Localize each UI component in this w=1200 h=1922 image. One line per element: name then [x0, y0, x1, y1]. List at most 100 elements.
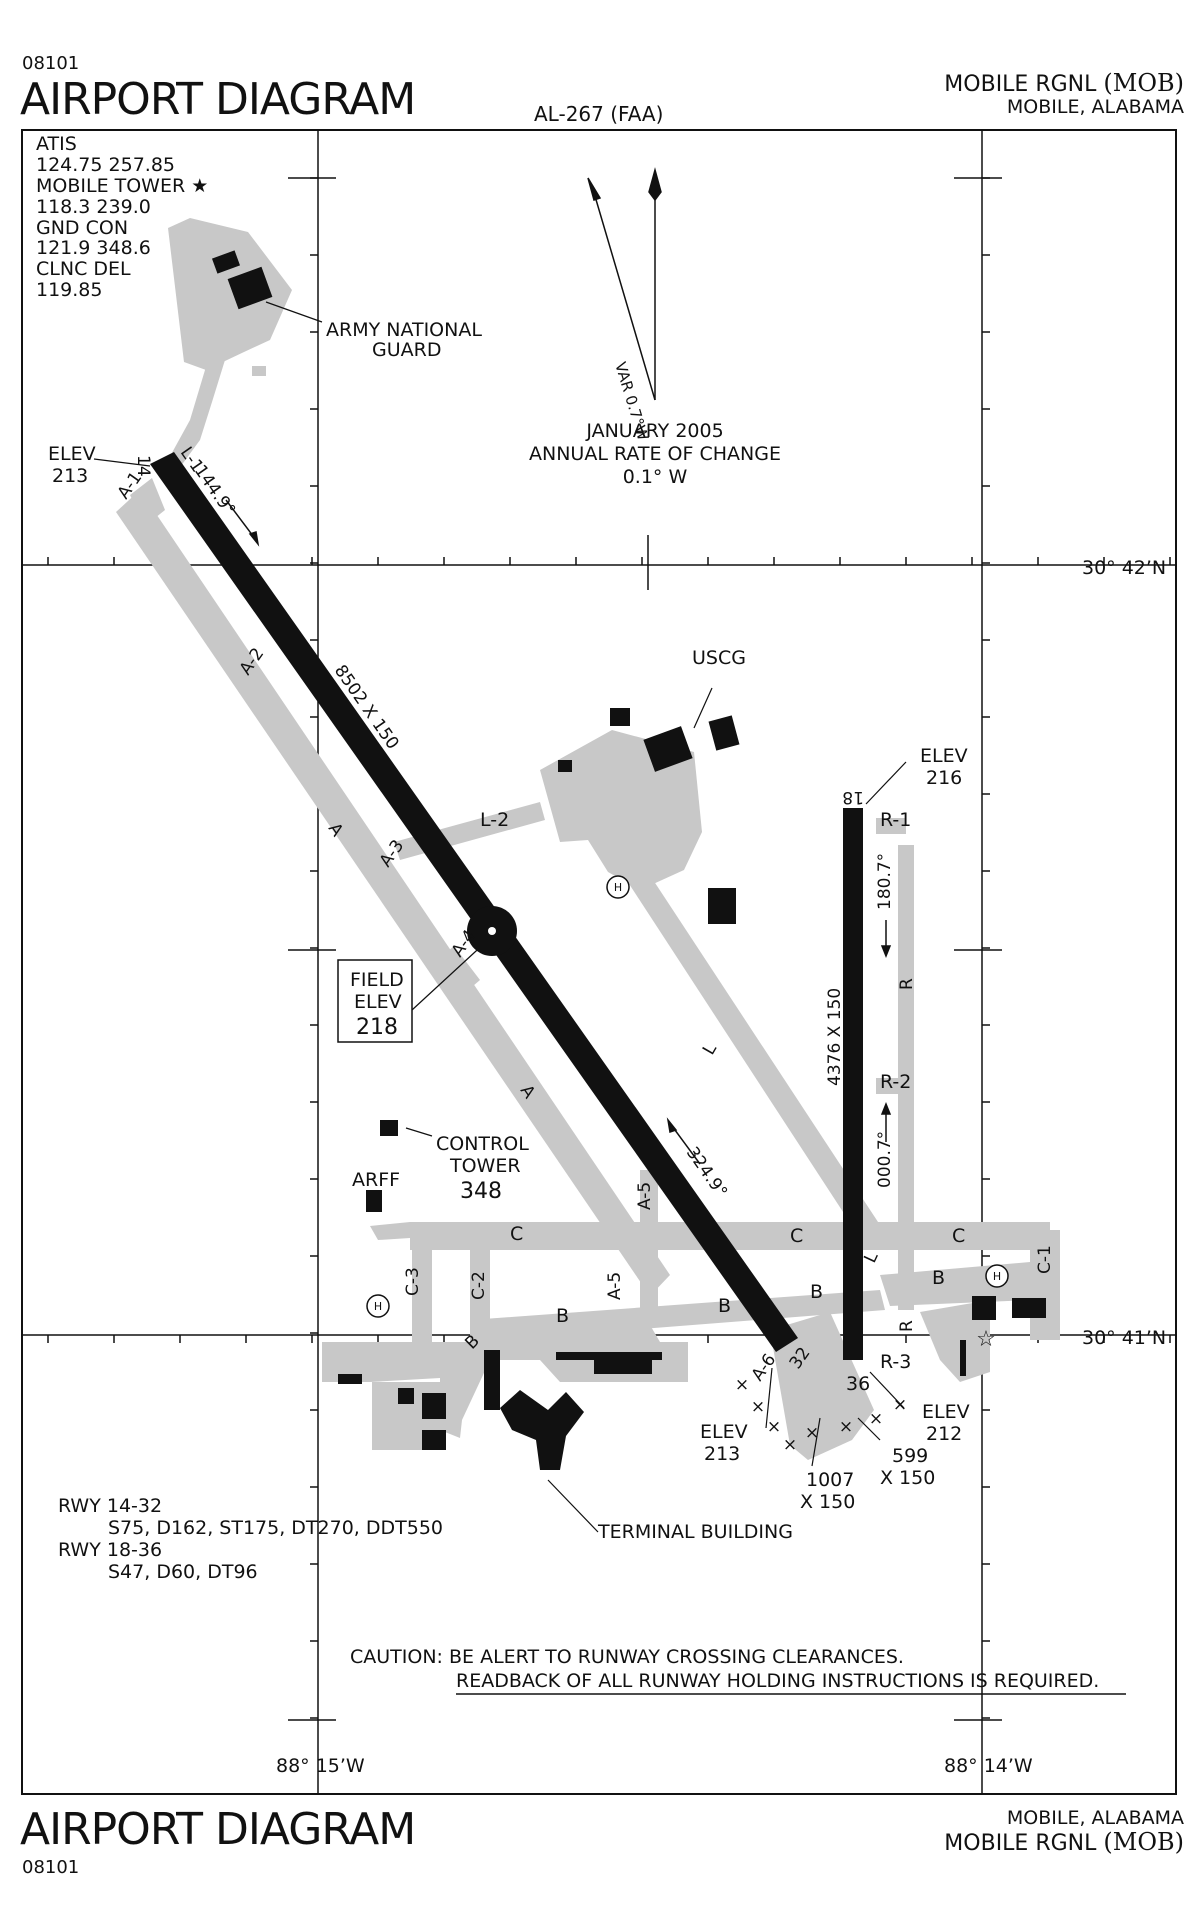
footer-airport-name: MOBILE RGNL: [944, 1830, 1097, 1856]
elev-18-label: ELEV: [920, 745, 968, 767]
army-label-2: GUARD: [372, 339, 441, 361]
south-building-3: [422, 1393, 446, 1419]
runway-18-end-label: 18: [842, 787, 864, 807]
taxiway-c1: [1030, 1230, 1060, 1340]
arff-label: ARFF: [352, 1169, 400, 1191]
heliport-label: H: [374, 1300, 382, 1313]
svg-text:×: ×: [767, 1417, 781, 1437]
overrun-36-length: 599: [892, 1445, 928, 1467]
heliport-label: H: [614, 881, 622, 894]
taxiway-b-label: B: [556, 1305, 569, 1327]
elev-14-leader: [93, 458, 151, 467]
runway-14-32: [150, 452, 798, 1352]
heliport-labels: H H H: [374, 881, 1001, 1313]
taxiway-c-label: C: [510, 1223, 523, 1245]
arff-connector: [370, 1222, 410, 1240]
taxiway-c3: [412, 1245, 432, 1355]
terminal-label: TERMINAL BUILDING: [597, 1521, 793, 1543]
east-marker: [960, 1340, 966, 1376]
army-apron-stub: [252, 366, 266, 376]
taxiway-b-label: B: [810, 1281, 823, 1303]
heading-arrow-180-icon: [880, 945, 892, 959]
uscg-building-4: [558, 760, 572, 772]
uscg-building-1: [610, 708, 630, 726]
heading-arrow-000-icon: [880, 1101, 892, 1115]
control-tower-building: [380, 1120, 398, 1136]
heading-arrow-324-icon: [666, 1117, 678, 1133]
svg-text:×: ×: [839, 1417, 853, 1437]
south-building-4: [422, 1430, 446, 1450]
elev-36-label: ELEV: [922, 1401, 970, 1423]
pcn-rwy1836-label: RWY 18-36: [58, 1538, 163, 1561]
chart-number: 08101: [22, 53, 80, 74]
army-building-1: [211, 250, 241, 274]
taxiway-c2-label: C-2: [469, 1271, 489, 1300]
heliport-2: [366, 1294, 390, 1318]
control-tower-label-2: TOWER: [449, 1155, 521, 1177]
overrun-599-leader: [857, 1417, 881, 1441]
heliport-1: [606, 875, 630, 899]
taxiway-r1-connector: [876, 818, 906, 834]
taxiway-a5: [640, 1170, 658, 1320]
true-north-arrow-icon: [648, 167, 662, 202]
mag-var-date: JANUARY 2005: [586, 420, 724, 442]
taxiway-l-label: L: [860, 1249, 882, 1267]
taxiway-l2-label: L-2: [480, 809, 509, 831]
taxiway-c1-label: C-1: [1035, 1245, 1055, 1274]
taxiway-l-label: L: [699, 1040, 721, 1059]
taxiway-l: [620, 860, 880, 1238]
freq-line: CLNC DEL: [36, 258, 131, 281]
footer-chart-number: 08101: [22, 1857, 80, 1878]
army-building-2: [227, 266, 273, 310]
beacon-star-icon: ☆: [976, 1327, 996, 1352]
east-building-1: [972, 1296, 996, 1320]
footer-airport-id: (MOB): [1103, 1827, 1184, 1856]
heliport-3: [985, 1264, 1009, 1288]
uscg-apron: [540, 730, 702, 890]
page-title: AIRPORT DIAGRAM: [20, 74, 416, 125]
field-elev-line2: ELEV: [354, 991, 402, 1013]
overrun-32-length: 1007: [806, 1469, 854, 1491]
taxiway-r3-label: R-3: [880, 1351, 911, 1373]
terminal-concourse-west: [484, 1350, 500, 1410]
terminal-gates: [594, 1360, 652, 1374]
control-tower-elev: 348: [460, 1179, 502, 1204]
airport-header: MOBILE RGNL (MOB) MOBILE, ALABAMA: [944, 70, 1184, 118]
uscg-leader: [693, 687, 713, 729]
freq-line: GND CON: [36, 216, 129, 239]
control-tower-label: CONTROL: [436, 1133, 529, 1155]
mag-var-rate-value: 0.1° W: [622, 465, 688, 488]
taxiway-r: [898, 845, 914, 1310]
uscg-building-2: [643, 726, 693, 772]
heading-arrow-144-icon: [248, 531, 260, 547]
elev-18-value: 216: [926, 767, 962, 789]
army-leader: [265, 301, 323, 323]
pcn-block: RWY 14-32 S75, D162, ST175, DT270, DDT55…: [58, 1495, 443, 1583]
south-building-2: [398, 1388, 414, 1404]
heading-arrows: [225, 499, 892, 1165]
mag-var-rate-label: ANNUAL RATE OF CHANGE: [529, 442, 781, 465]
uscg-label: USCG: [692, 647, 746, 669]
airport-name: MOBILE RGNL: [944, 72, 1097, 97]
taxiway-a3-connector: [364, 844, 400, 888]
terminal-building: [500, 1390, 584, 1470]
lat-top-label: 30° 42’N: [1082, 557, 1166, 579]
runways: [150, 452, 863, 1360]
overrun-32-width: X 150: [800, 1491, 855, 1513]
army-label: ARMY NATIONAL: [326, 319, 482, 341]
overrun-36-width: X 150: [880, 1467, 935, 1489]
runway-36-heading: 000.7°: [875, 1131, 895, 1188]
hangar-east: [708, 888, 736, 924]
runway-18-heading: 180.7°: [875, 853, 895, 910]
east-apron: [920, 1300, 990, 1382]
grid-ticks: [47, 177, 1171, 1719]
field-elev-line1: FIELD: [350, 969, 404, 991]
taxiway-a1: [130, 478, 165, 526]
svg-text:×: ×: [805, 1423, 819, 1443]
taxiway-a5-label: A-5: [635, 1182, 655, 1210]
caution-line2: READBACK OF ALL RUNWAY HOLDING INSTRUCTI…: [456, 1669, 1100, 1692]
svg-text:×: ×: [735, 1375, 749, 1395]
freq-line: MOBILE TOWER ★: [36, 174, 209, 197]
taxiway-c-label: C: [790, 1225, 803, 1247]
